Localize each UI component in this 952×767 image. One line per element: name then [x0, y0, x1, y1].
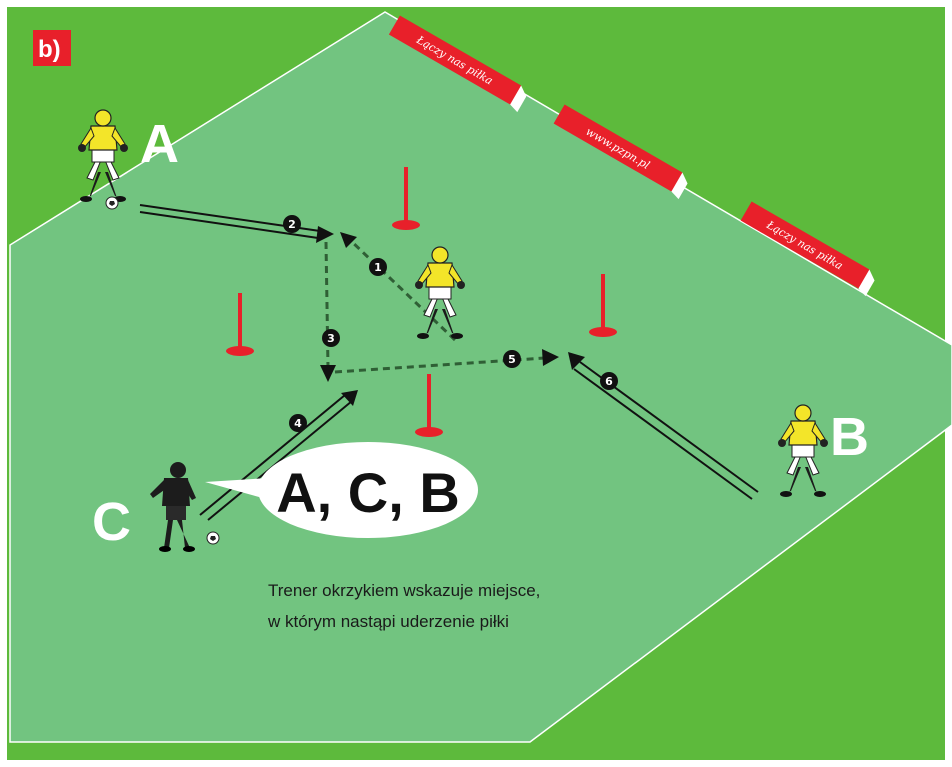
player-label-c: C [92, 492, 131, 552]
pitch-area [9, 11, 952, 743]
svg-text:1: 1 [374, 261, 382, 274]
path-5-pass [334, 349, 559, 374]
path-4-run [199, 390, 358, 521]
step-marker-5: 5 [503, 350, 521, 368]
badge: b) [33, 30, 71, 66]
speech-bubble: A, C, B [205, 442, 478, 538]
player-label-b: B [830, 407, 869, 467]
caption-line-2: w którym nastąpi uderzenie piłki [267, 612, 509, 631]
step-marker-4: 4 [289, 414, 307, 432]
path-3-pass [320, 241, 336, 382]
svg-text:3: 3 [327, 332, 335, 345]
svg-text:6: 6 [605, 375, 613, 388]
speech-bubble-text: A, C, B [276, 461, 460, 524]
path-1-pass [340, 232, 457, 342]
step-marker-1: 1 [369, 258, 387, 276]
step-marker-3: 3 [322, 329, 340, 347]
ball-a [105, 196, 119, 210]
caption: Trener okrzykiem wskazuje miejsce, w któ… [267, 581, 540, 631]
step-marker-6: 6 [600, 372, 618, 390]
ball-c [206, 531, 220, 545]
svg-text:5: 5 [508, 353, 516, 366]
caption-line-1: Trener okrzykiem wskazuje miejsce, [268, 581, 540, 600]
player-label-a: A [140, 114, 179, 174]
svg-text:2: 2 [288, 218, 296, 231]
svg-text:4: 4 [294, 417, 302, 430]
step-marker-2: 2 [283, 215, 301, 233]
badge-label: b) [38, 36, 61, 63]
